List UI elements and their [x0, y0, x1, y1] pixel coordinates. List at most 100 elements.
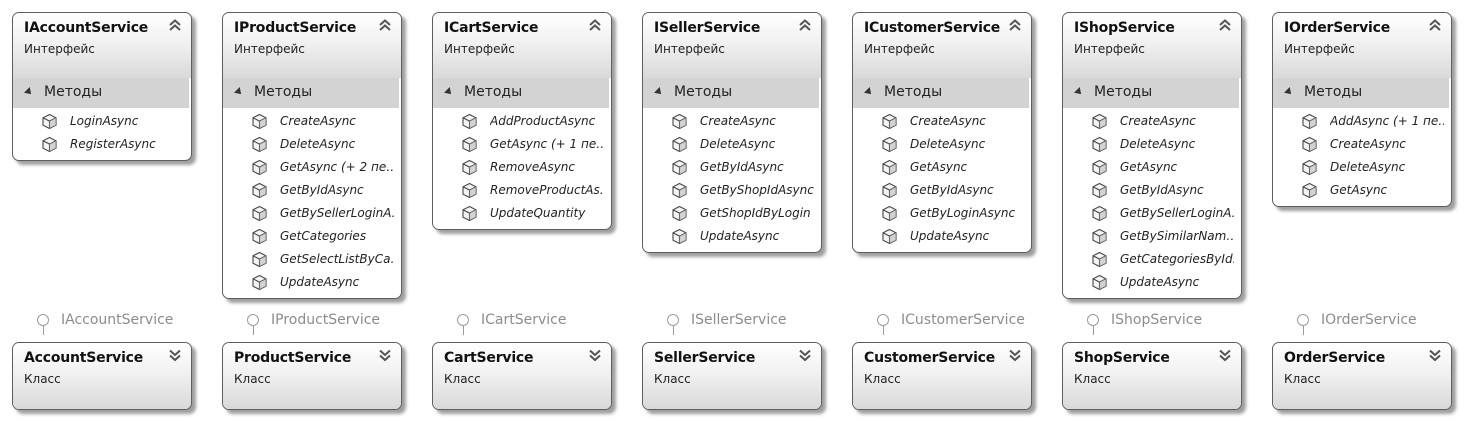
- method-row[interactable]: GetByIdAsync: [643, 156, 821, 179]
- methods-section-header[interactable]: Методы: [13, 78, 189, 108]
- method-row[interactable]: GetByIdAsync: [223, 179, 401, 202]
- double-chevron-up-icon[interactable]: [378, 18, 392, 32]
- double-chevron-down-icon[interactable]: [168, 348, 182, 362]
- method-name: UpdateAsync: [700, 229, 780, 243]
- double-chevron-up-icon[interactable]: [798, 18, 812, 32]
- method-row[interactable]: GetByLoginAsync: [853, 202, 1031, 225]
- double-chevron-up-icon[interactable]: [588, 18, 602, 32]
- method-row[interactable]: DeleteAsync: [1063, 133, 1241, 156]
- method-row[interactable]: UpdateAsync: [1063, 271, 1241, 294]
- methods-section-header[interactable]: Методы: [643, 78, 819, 108]
- double-chevron-down-icon[interactable]: [588, 348, 602, 362]
- method-row[interactable]: CreateAsync: [223, 110, 401, 133]
- methods-section-header[interactable]: Методы: [223, 78, 399, 108]
- method-row[interactable]: UpdateAsync: [223, 271, 401, 294]
- method-row[interactable]: GetBySellerLoginA…: [223, 202, 401, 225]
- method-cube-icon: [251, 113, 268, 130]
- method-row[interactable]: GetAsync: [1063, 156, 1241, 179]
- triangle-expanded-icon[interactable]: [864, 87, 874, 97]
- class-name: OrderService: [1284, 350, 1386, 366]
- method-row[interactable]: AddAsync (+ 1 пе…: [1273, 110, 1451, 133]
- method-row[interactable]: RemoveProductAs…: [433, 179, 611, 202]
- method-row[interactable]: DeleteAsync: [853, 133, 1031, 156]
- triangle-expanded-icon[interactable]: [654, 87, 664, 97]
- method-row[interactable]: GetShopIdByLogin: [643, 202, 821, 225]
- method-row[interactable]: GetSelectListByCa…: [223, 248, 401, 271]
- double-chevron-up-icon[interactable]: [1218, 18, 1232, 32]
- double-chevron-down-icon[interactable]: [1218, 348, 1232, 362]
- triangle-expanded-icon[interactable]: [234, 87, 244, 97]
- method-row[interactable]: GetBySimilarNam…: [1063, 225, 1241, 248]
- double-chevron-up-icon[interactable]: [1008, 18, 1022, 32]
- interface-name: IOrderService: [1284, 20, 1391, 36]
- triangle-expanded-icon[interactable]: [1074, 87, 1084, 97]
- method-row[interactable]: LoginAsync: [13, 110, 191, 133]
- method-row[interactable]: GetBySellerLoginA…: [1063, 202, 1241, 225]
- method-name: UpdateAsync: [1120, 275, 1200, 289]
- method-cube-icon: [41, 136, 58, 153]
- triangle-expanded-icon[interactable]: [24, 87, 34, 97]
- method-row[interactable]: AddProductAsync: [433, 110, 611, 133]
- class-kind-label: Класс: [864, 372, 901, 386]
- method-name: GetShopIdByLogin: [700, 206, 811, 220]
- method-row[interactable]: GetCategories: [223, 225, 401, 248]
- method-row[interactable]: CreateAsync: [643, 110, 821, 133]
- method-row[interactable]: GetAsync: [1273, 179, 1451, 202]
- lollipop-stem: [253, 326, 254, 335]
- method-cube-icon: [1301, 113, 1318, 130]
- method-row[interactable]: GetByIdAsync: [1063, 179, 1241, 202]
- method-name: UpdateQuantity: [490, 206, 586, 220]
- method-row[interactable]: GetAsync (+ 1 пе…: [433, 133, 611, 156]
- double-chevron-down-icon[interactable]: [798, 348, 812, 362]
- method-row[interactable]: DeleteAsync: [223, 133, 401, 156]
- interface-kind-label: Интерфейс: [234, 42, 305, 56]
- double-chevron-down-icon[interactable]: [1428, 348, 1442, 362]
- method-row[interactable]: UpdateAsync: [853, 225, 1031, 248]
- methods-section-header[interactable]: Методы: [853, 78, 1029, 108]
- method-row[interactable]: RegisterAsync: [13, 133, 191, 156]
- triangle-expanded-icon[interactable]: [1284, 87, 1294, 97]
- double-chevron-down-icon[interactable]: [1008, 348, 1022, 362]
- methods-section-label: Методы: [1094, 84, 1153, 100]
- method-cube-icon: [1091, 159, 1108, 176]
- method-name: CreateAsync: [1330, 137, 1406, 151]
- method-row[interactable]: GetCategoriesById…: [1063, 248, 1241, 271]
- method-row[interactable]: UpdateAsync: [643, 225, 821, 248]
- method-row[interactable]: CreateAsync: [1063, 110, 1241, 133]
- method-row[interactable]: GetByShopIdAsync: [643, 179, 821, 202]
- method-cube-icon: [1091, 182, 1108, 199]
- methods-section-header[interactable]: Методы: [433, 78, 609, 108]
- method-row[interactable]: GetAsync: [853, 156, 1031, 179]
- triangle-expanded-icon[interactable]: [444, 87, 454, 97]
- double-chevron-up-icon[interactable]: [168, 18, 182, 32]
- methods-section-header[interactable]: Методы: [1063, 78, 1239, 108]
- methods-section-header[interactable]: Методы: [1273, 78, 1449, 108]
- method-row[interactable]: GetAsync (+ 2 пе…: [223, 156, 401, 179]
- method-row[interactable]: DeleteAsync: [643, 133, 821, 156]
- method-row[interactable]: RemoveAsync: [433, 156, 611, 179]
- method-name: LoginAsync: [70, 114, 139, 128]
- double-chevron-down-icon[interactable]: [378, 348, 392, 362]
- method-row[interactable]: GetByIdAsync: [853, 179, 1031, 202]
- method-row[interactable]: UpdateQuantity: [433, 202, 611, 225]
- method-row[interactable]: DeleteAsync: [1273, 156, 1451, 179]
- method-row[interactable]: CreateAsync: [1273, 133, 1451, 156]
- method-row[interactable]: CreateAsync: [853, 110, 1031, 133]
- double-chevron-up-icon[interactable]: [1428, 18, 1442, 32]
